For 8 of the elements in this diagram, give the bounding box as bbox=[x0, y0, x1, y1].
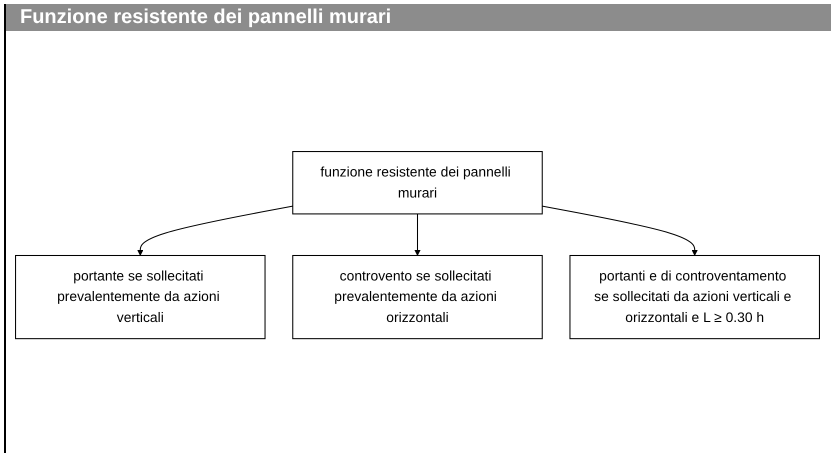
title-bar: Funzione resistente dei pannelli murari bbox=[6, 4, 831, 31]
arrow bbox=[542, 206, 698, 256]
node-box: funzione resistente dei pannelli murari bbox=[292, 151, 543, 215]
node-box: portanti e di controventamento se sollecitati da azioni verticali e orizzontali e L ≥ 0.30 h bbox=[569, 255, 820, 340]
node-box: controvento se sollecitati prevalentemente da azioni orizzontali bbox=[292, 255, 543, 340]
arrow bbox=[414, 214, 421, 256]
arrow bbox=[137, 206, 293, 256]
node-box: portante se sollecitati prevalentemente da azioni verticali bbox=[15, 255, 266, 340]
